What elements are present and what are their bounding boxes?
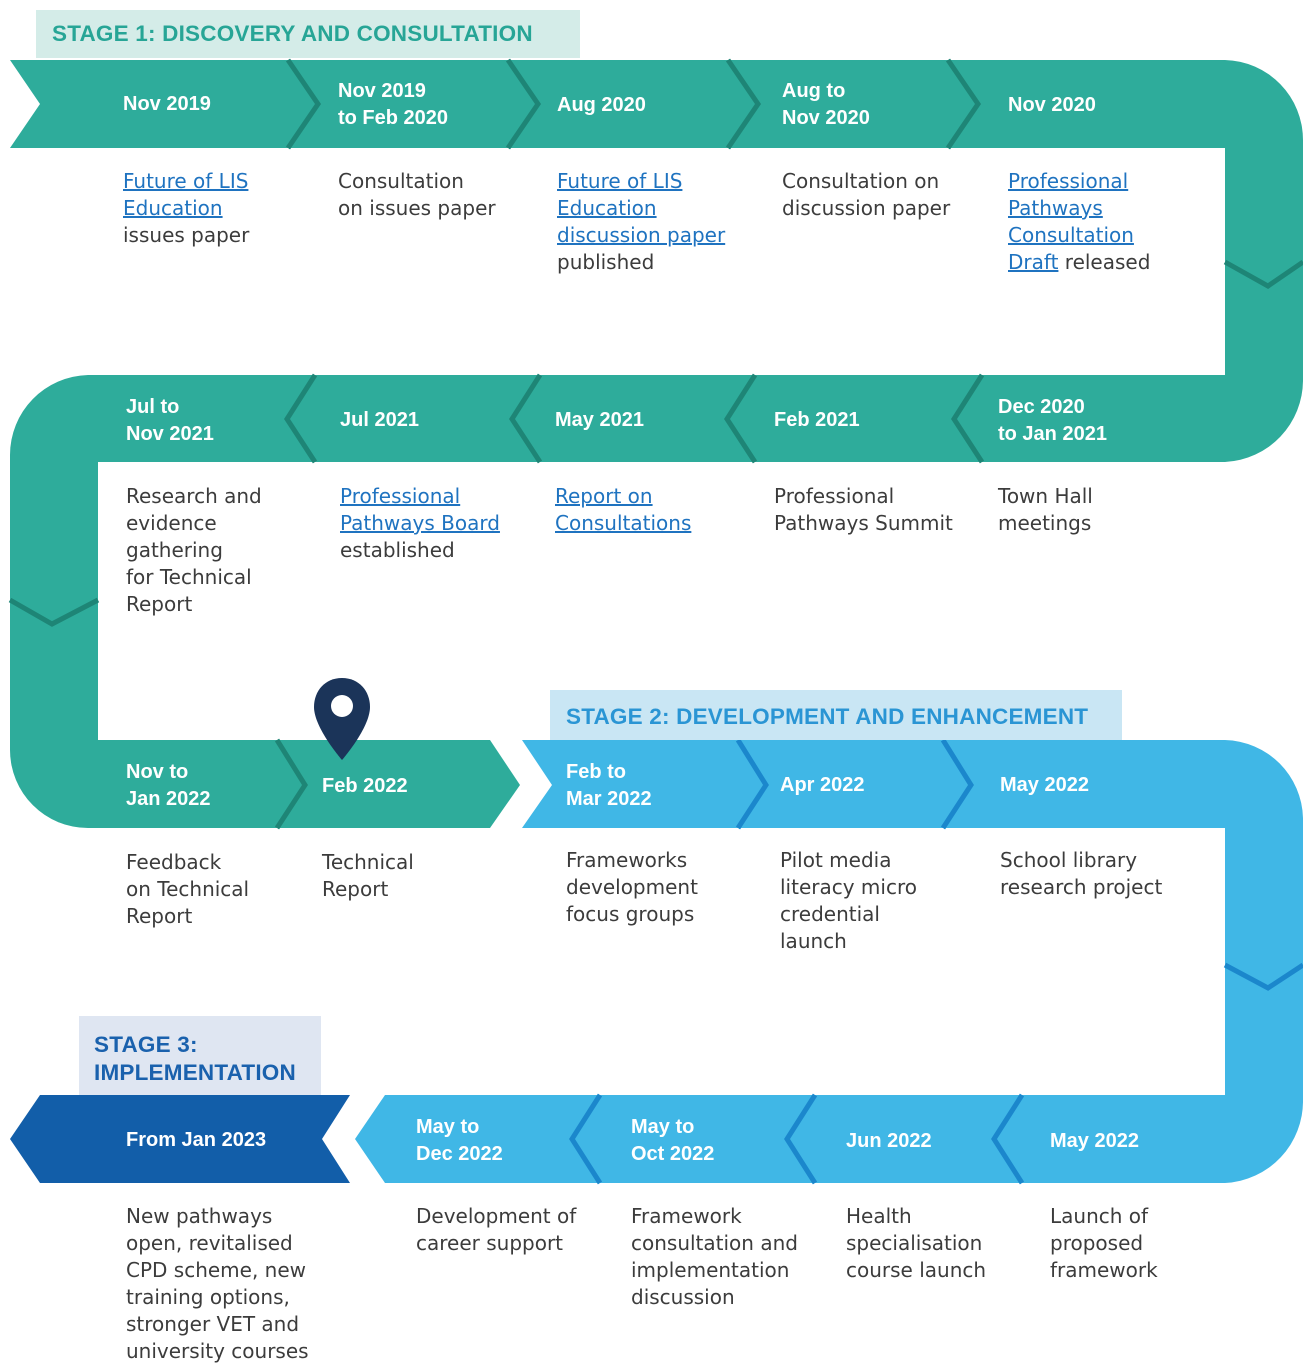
stage-1-banner: STAGE 1: DISCOVERY AND CONSULTATION [36,10,580,58]
milestone-desc: Future of LIS Education issues paper [123,169,250,247]
chevron [285,58,322,150]
stage-3-banner: STAGE 3: IMPLEMENTATION [79,1016,321,1095]
milestone-date: May 2022 [1000,774,1089,796]
milestone-desc: Professional Pathways Board established [340,484,500,562]
discussion-paper-link[interactable]: Future of LIS Education discussion paper [557,169,726,247]
chevron [505,58,542,150]
consultation-draft-link[interactable]: Professional Pathways Consultation Draft [1008,169,1134,274]
row2-band [9,375,1225,740]
chevron [274,738,308,830]
milestone-desc: Report on Consultations [555,483,691,537]
location-pin-icon [314,678,370,760]
row4-band-navy [10,1095,350,1183]
milestone-date: Jul 2021 [340,409,419,431]
row3-band-blue [522,740,1303,1183]
chevron [784,1093,818,1185]
report-on-consultations-link[interactable]: Report on Consultations [555,484,692,535]
chevron [1223,259,1303,289]
milestone-date: Feb 2022 [322,775,408,797]
chevron [1223,962,1303,991]
milestone-date: Jun 2022 [846,1130,932,1152]
milestone-desc: Professional Pathways Consultation Draft… [1008,169,1151,274]
chevron [735,738,769,830]
chevron [940,738,974,830]
chevron [8,597,100,627]
milestone-date: Apr 2022 [780,774,865,796]
row3-band-teal [10,740,520,828]
stage-3-label-line1: STAGE 3: [94,1032,198,1057]
pathways-board-link[interactable]: Professional Pathways Board [340,484,500,535]
row1-turn-inner [1195,148,1225,375]
milestone-desc: Future of LIS Education discussion paper… [557,169,726,274]
chevron [991,1093,1025,1185]
milestone-date: From Jan 2023 [126,1129,267,1151]
stage-2-banner: STAGE 2: DEVELOPMENT AND ENHANCEMENT [550,690,1122,740]
issues-paper-link[interactable]: Future of LIS Education [123,169,249,220]
milestone-date: Feb 2021 [774,409,860,431]
milestone-date: May 2022 [1050,1130,1139,1152]
chevron [725,58,762,150]
chevron [284,373,318,464]
milestone-date: Nov 2019 [123,93,211,115]
chevron [951,373,985,464]
stage-3-label-line2: IMPLEMENTATION [94,1060,296,1085]
row1-band [10,60,1303,462]
chevron [509,373,543,464]
chevron [945,58,982,150]
chevron [724,373,758,464]
milestone-date: May 2021 [555,409,644,431]
milestone-date: Aug 2020 [557,94,646,116]
milestone-date: Nov 2020 [1008,94,1096,116]
chevron [569,1093,603,1185]
